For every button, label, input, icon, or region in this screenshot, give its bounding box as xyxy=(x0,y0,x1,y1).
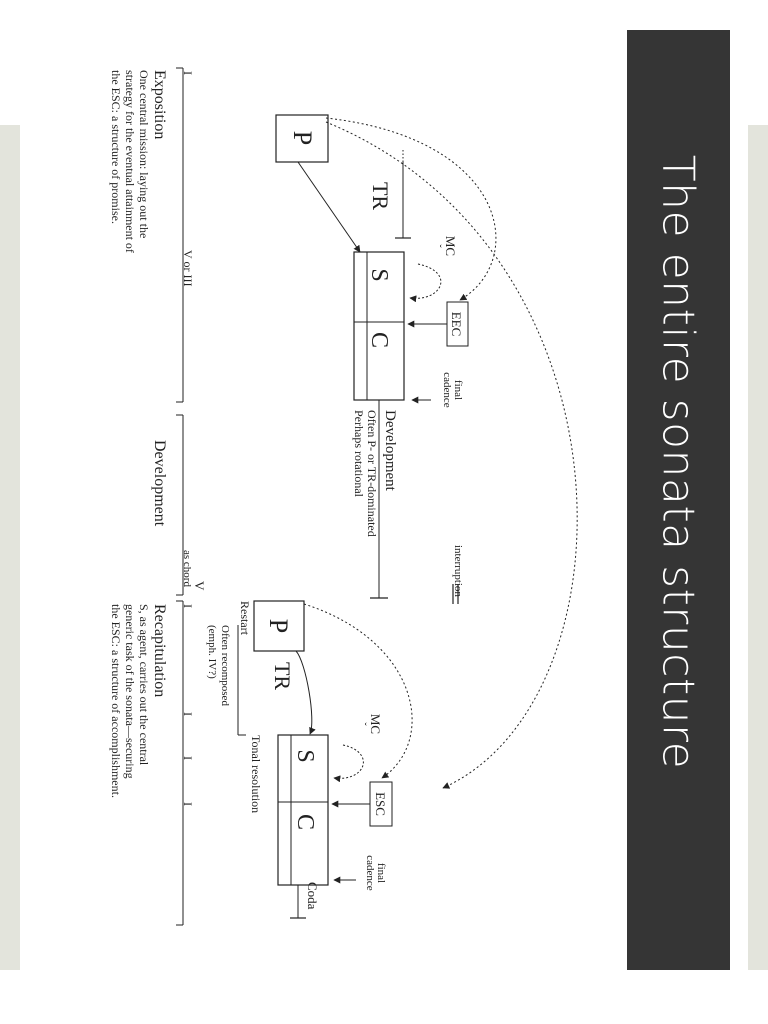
recap-mc-to-s-arrow xyxy=(333,744,364,783)
exposition-description-line3: the ESC: a structure of promise. xyxy=(109,70,123,224)
exposition-p-to-eec-dotted-arc xyxy=(325,117,497,301)
recap-key-2: I xyxy=(181,712,195,716)
recap-p-box xyxy=(253,600,305,652)
right-side-strip xyxy=(748,125,768,970)
exposition-mc-mark: ˇ xyxy=(431,244,442,248)
recap-esc-label: ESC xyxy=(373,792,388,816)
exposition-p-to-s-arrow xyxy=(297,161,361,253)
development-heading: Development xyxy=(151,440,168,527)
recap-final-cadence-line1: final xyxy=(375,863,387,883)
exposition-p-box xyxy=(275,114,329,163)
recap-description-line2: generic task of the sonata—securing xyxy=(123,604,137,779)
exposition-key-end: V or III xyxy=(181,250,195,286)
title-bar xyxy=(627,30,730,970)
exposition-tr-label: TR xyxy=(368,182,393,210)
recap-key-3: I xyxy=(181,756,195,760)
exposition-description-line1: One central mission: laying out the xyxy=(137,70,151,238)
exposition-key-start: I xyxy=(181,71,195,75)
exposition-description-line2: strategy for the eventual attainment of xyxy=(123,70,137,253)
exposition-mc-to-s-arrow xyxy=(409,263,442,303)
development-v-note: as chord xyxy=(181,550,193,587)
recap-description-line1: S, as agent, carries out the central xyxy=(137,604,151,766)
recap-c-label: C xyxy=(292,814,318,830)
recap-restart-label: Restart xyxy=(238,601,252,636)
recap-p-to-esc-dotted-arc xyxy=(303,603,413,779)
left-side-strip xyxy=(0,125,20,970)
development-section-label: Development xyxy=(382,410,398,492)
recap-description-line3: the ESC: a structure of accomplishment. xyxy=(109,604,123,798)
recap-s-label: S xyxy=(292,749,318,762)
recap-tonal-resolution-label: Tonal resolution xyxy=(249,735,263,813)
recap-tr-curve xyxy=(295,650,316,735)
exposition-p-label: P xyxy=(288,131,317,145)
recap-recomposed-line1: Often recomposed xyxy=(219,625,231,706)
exposition-heading: Exposition xyxy=(151,70,168,139)
recap-key-1: I xyxy=(181,604,195,608)
exposition-s-label: S xyxy=(366,268,392,281)
exposition-final-cadence-line2: cadence xyxy=(441,372,453,408)
exposition-c-label: C xyxy=(366,332,392,348)
recap-heading: Recapitulation xyxy=(151,604,168,697)
recap-recomposed-line2: (emph. IV?) xyxy=(206,625,218,679)
interruption-label: interruption xyxy=(452,545,464,597)
exposition-p-to-esc-dotted-arc xyxy=(325,121,578,789)
coda-label: Coda xyxy=(305,882,320,910)
exposition-final-cadence-line1: final xyxy=(452,380,464,400)
recap-mc-mark: ˇ xyxy=(356,722,367,726)
recap-mc-label: MC xyxy=(368,714,383,734)
recap-p-label: P xyxy=(264,619,293,633)
development-note-line2: Perhaps rotational xyxy=(352,410,366,498)
recap-tr-label: TR xyxy=(270,662,295,690)
exposition-eec-label: EEC xyxy=(449,312,464,337)
recap-final-cadence-line2: cadence xyxy=(364,855,376,891)
recap-key-4: I xyxy=(181,802,195,806)
development-note-line1: Often P- or TR-dominated xyxy=(365,410,379,537)
exposition-mc-label: MC xyxy=(443,236,458,256)
development-v-label: V xyxy=(192,581,207,591)
